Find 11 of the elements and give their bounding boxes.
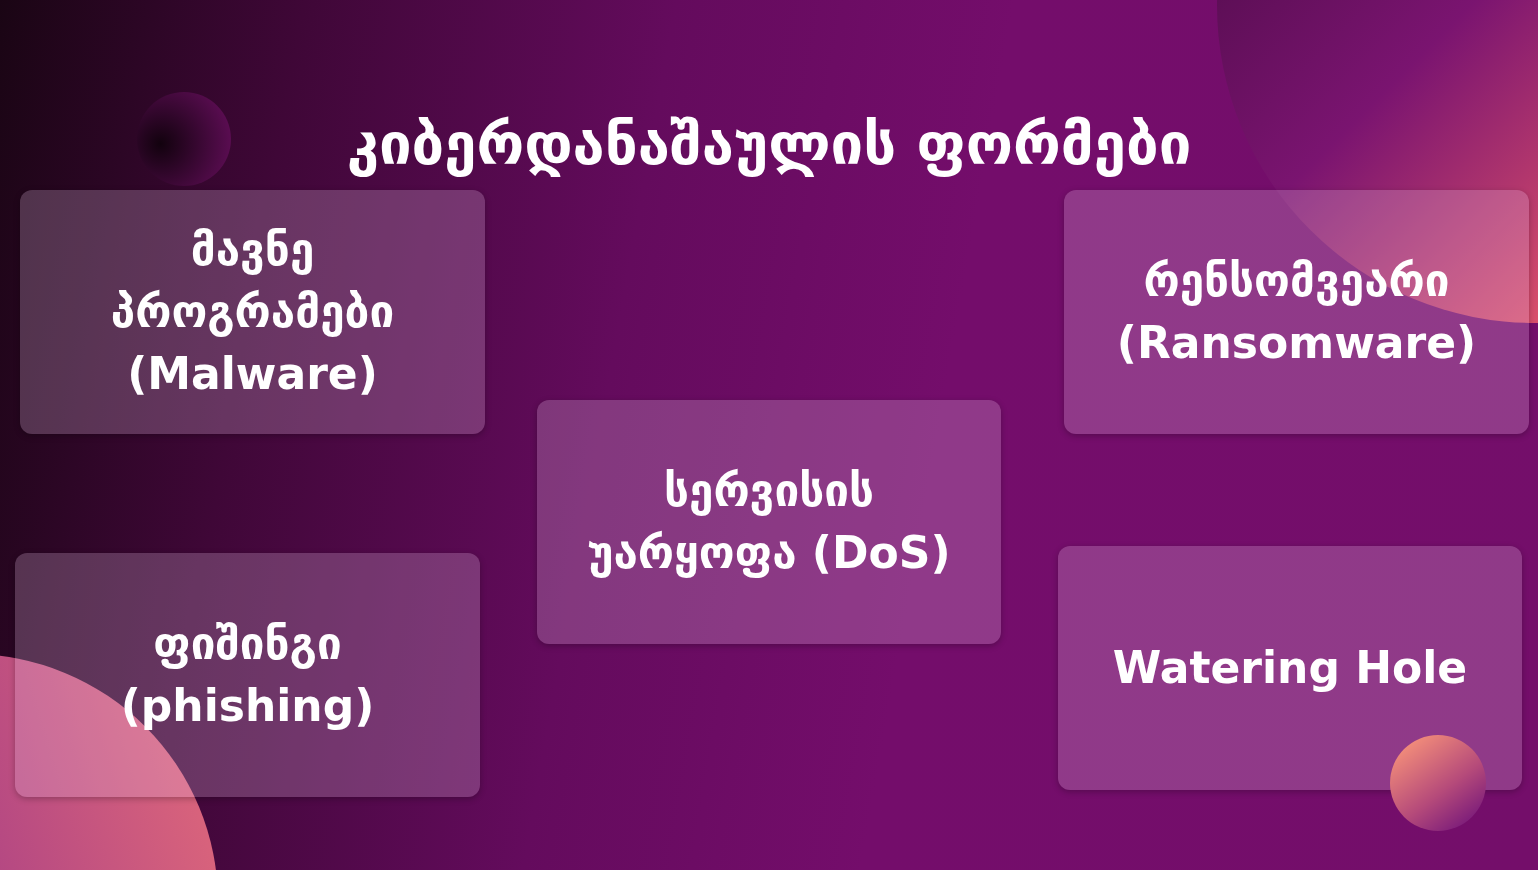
topic-card <box>15 553 480 797</box>
topic-card <box>20 190 485 434</box>
topic-label: ფიშინგი (phishing) <box>119 617 376 733</box>
topic-label: Watering Hole <box>1112 641 1468 695</box>
topic-label: რენსომვეარი (Ransomware) <box>1115 254 1478 370</box>
topic-card <box>1064 190 1529 434</box>
topic-card <box>537 400 1001 644</box>
slide-title: კიბერდანაშაულის ფორმები <box>346 109 1192 180</box>
topic-label: მავნე პროგრამები (Malware) <box>109 223 396 401</box>
topic-label: სერვისის უარყოფა (DoS) <box>586 464 952 580</box>
topic-card <box>1058 546 1522 790</box>
